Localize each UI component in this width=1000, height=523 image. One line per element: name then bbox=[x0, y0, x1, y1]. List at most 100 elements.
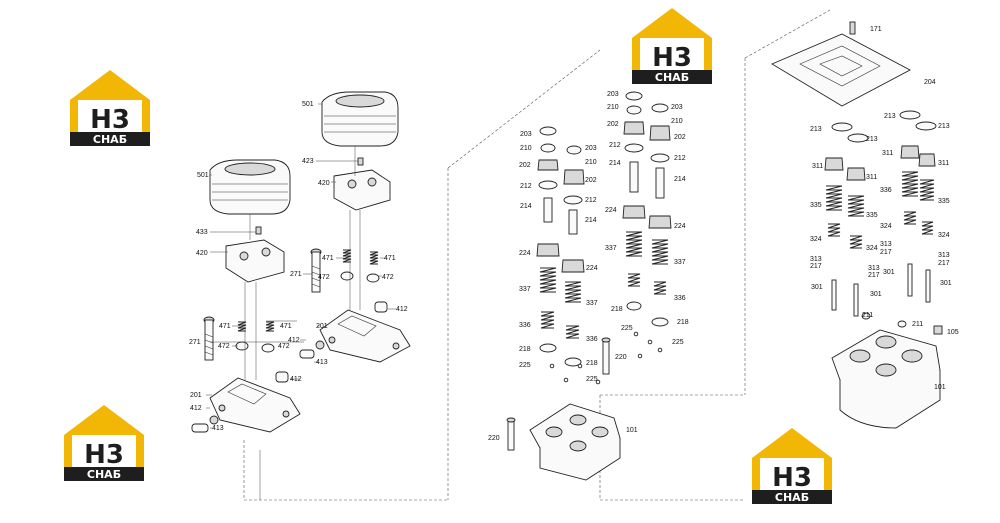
label-311-d: 311 bbox=[866, 174, 877, 181]
label-214-b: 214 bbox=[674, 176, 686, 183]
bolt-lower bbox=[203, 316, 215, 361]
callouts-middle: 203 210 203 202 210 203 202 212 210 203 … bbox=[488, 91, 689, 442]
oring-213-d bbox=[915, 121, 937, 131]
logo-bottom-left: H3 СНАБ bbox=[64, 405, 144, 481]
label-225-a: 225 bbox=[621, 325, 633, 332]
label-412-c: 412 bbox=[290, 376, 302, 383]
label-217-a: 217 bbox=[880, 249, 892, 256]
right-valve-assembly bbox=[771, 21, 943, 429]
label-220-a: 220 bbox=[615, 354, 627, 361]
label-501-a: 501 bbox=[302, 101, 314, 108]
label-214-a: 214 bbox=[609, 160, 621, 167]
label-220-b: 220 bbox=[488, 435, 500, 442]
label-324-a: 324 bbox=[880, 223, 892, 230]
label-105: 105 bbox=[947, 329, 959, 336]
screw-433 bbox=[255, 226, 262, 235]
label-201-a: 201 bbox=[316, 323, 328, 330]
label-311-c: 311 bbox=[812, 163, 823, 170]
label-210-b: 210 bbox=[671, 118, 683, 125]
label-420-a: 420 bbox=[318, 180, 330, 187]
label-301-c: 301 bbox=[811, 284, 823, 291]
label-213-a: 213 bbox=[884, 113, 896, 120]
label-213-b: 213 bbox=[938, 123, 950, 130]
plug-211-b bbox=[897, 320, 907, 328]
label-214-c: 214 bbox=[520, 203, 532, 210]
label-335-b: 335 bbox=[810, 202, 822, 209]
label-313-b: 313 bbox=[938, 252, 950, 259]
middle-valve-assembly bbox=[506, 91, 672, 481]
pin-412-b bbox=[275, 371, 289, 383]
logo-top-center: H3 СНАБ bbox=[632, 8, 712, 84]
label-212-c: 212 bbox=[520, 183, 532, 190]
label-224-b: 224 bbox=[674, 223, 686, 230]
logo-bottom-right: H3 СНАБ bbox=[752, 428, 832, 504]
label-324-c: 324 bbox=[810, 236, 822, 243]
label-301-d: 301 bbox=[870, 291, 882, 298]
label-218-d: 218 bbox=[586, 360, 598, 367]
logo-letters: H3 bbox=[90, 105, 130, 135]
logo-letters: H3 bbox=[772, 463, 812, 493]
oring-213-a bbox=[831, 122, 853, 132]
label-423: 423 bbox=[302, 158, 314, 165]
label-301-b: 301 bbox=[940, 280, 952, 287]
label-203-c: 203 bbox=[520, 131, 532, 138]
spring-471-c bbox=[237, 321, 247, 332]
label-433: 433 bbox=[196, 229, 208, 236]
label-218-b: 218 bbox=[677, 319, 689, 326]
label-324-b: 324 bbox=[938, 232, 950, 239]
label-335-c: 335 bbox=[866, 212, 878, 219]
logo-word: СНАБ bbox=[655, 71, 689, 84]
label-413-a: 413 bbox=[316, 359, 328, 366]
label-210-c: 210 bbox=[520, 145, 532, 152]
label-413-b: 413 bbox=[212, 425, 224, 432]
label-201-b: 201 bbox=[190, 392, 202, 399]
label-224-a: 224 bbox=[605, 207, 617, 214]
label-217-b: 217 bbox=[938, 260, 950, 267]
washer-472-d bbox=[261, 343, 275, 353]
label-313-d: 313 bbox=[868, 265, 880, 272]
label-203-d: 203 bbox=[585, 145, 597, 152]
label-218-a: 218 bbox=[611, 306, 623, 313]
label-211-b: 211 bbox=[912, 321, 923, 328]
label-210-d: 210 bbox=[585, 159, 597, 166]
label-224-c: 224 bbox=[519, 250, 531, 257]
label-212-d: 212 bbox=[585, 197, 597, 204]
leader-lines bbox=[206, 103, 396, 429]
label-337-a: 337 bbox=[605, 245, 617, 252]
label-203-a: 203 bbox=[607, 91, 619, 98]
label-324-d: 324 bbox=[866, 245, 878, 252]
pin-412-a bbox=[374, 301, 388, 313]
bolt-220 bbox=[506, 337, 611, 451]
label-214-d: 214 bbox=[585, 217, 597, 224]
logo-word: СНАБ bbox=[775, 491, 809, 504]
cover-plate-204 bbox=[771, 33, 911, 107]
label-337-d: 337 bbox=[586, 300, 598, 307]
label-472-d: 472 bbox=[278, 343, 290, 350]
label-213-d: 213 bbox=[866, 136, 878, 143]
label-336-b: 336 bbox=[519, 322, 531, 329]
middle-right-columns bbox=[622, 91, 672, 327]
plug-211-a bbox=[861, 312, 871, 320]
label-471-b: 471 bbox=[384, 255, 396, 262]
label-171: 171 bbox=[870, 26, 882, 33]
oring-213-c bbox=[899, 110, 921, 120]
label-202-b: 202 bbox=[674, 134, 686, 141]
logo-letters: H3 bbox=[84, 440, 124, 470]
spring-471-d bbox=[265, 321, 275, 332]
middle-center-column bbox=[561, 145, 585, 367]
bolt-upper bbox=[310, 248, 322, 293]
label-101-b: 101 bbox=[934, 384, 946, 391]
washer-472-a bbox=[340, 271, 354, 281]
label-337-b: 337 bbox=[674, 259, 686, 266]
label-336-d: 336 bbox=[880, 187, 892, 194]
label-471-a: 471 bbox=[322, 255, 334, 262]
label-412-a: 412 bbox=[396, 306, 408, 313]
valve-body-right bbox=[831, 329, 941, 429]
label-271-b: 271 bbox=[189, 339, 201, 346]
label-101-a: 101 bbox=[626, 427, 638, 434]
screw-171 bbox=[849, 21, 856, 35]
rubber-boot-lower bbox=[209, 159, 291, 215]
label-218-c: 218 bbox=[519, 346, 531, 353]
label-336-a: 336 bbox=[674, 295, 686, 302]
pin-413-b bbox=[191, 415, 219, 433]
